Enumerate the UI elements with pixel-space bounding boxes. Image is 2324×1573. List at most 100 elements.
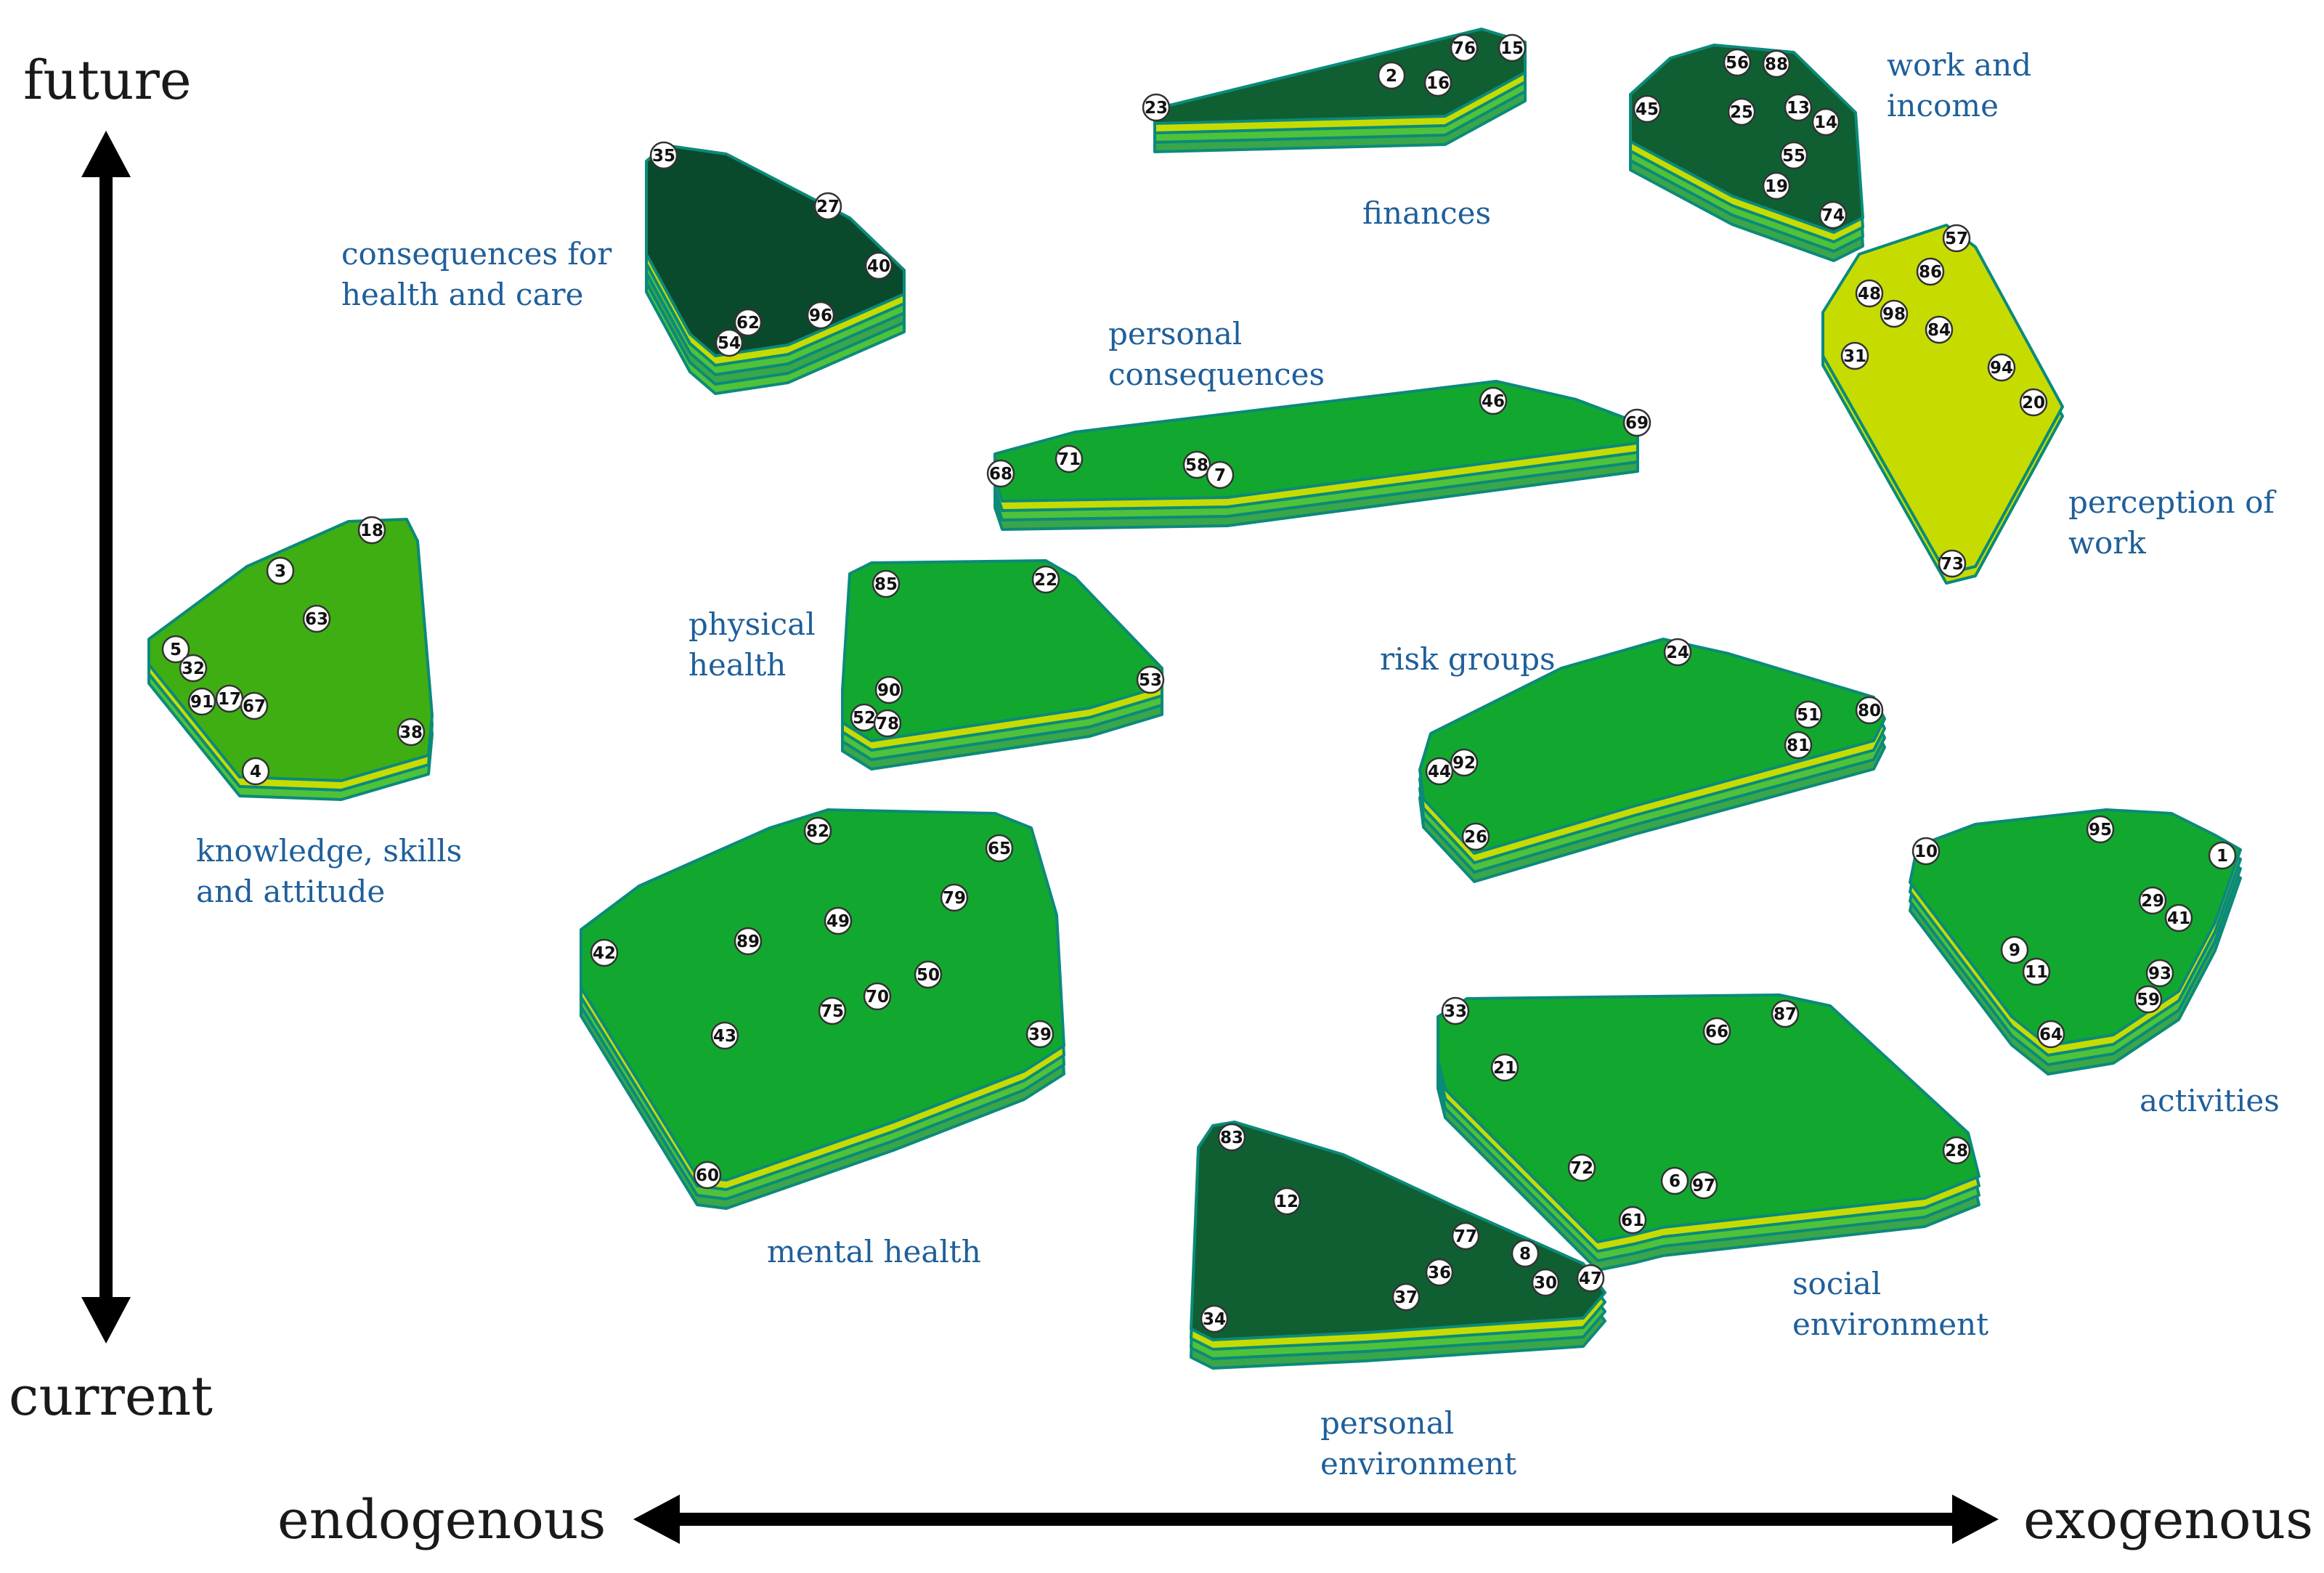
statement-number: 57: [1945, 229, 1968, 248]
statement-marker-circle: [2036, 1020, 2065, 1049]
statement-marker-circle: [1622, 408, 1651, 437]
statement-marker-circle: [2138, 886, 2167, 915]
statement-number: 5: [170, 641, 182, 659]
statement-marker: 49: [824, 906, 853, 935]
statement-marker: 38: [397, 718, 426, 747]
statement-marker-circle: [1441, 996, 1470, 1025]
statement-number: 96: [809, 306, 832, 325]
statement-number: 87: [1774, 1005, 1797, 1024]
statement-marker: 6: [1660, 1166, 1689, 1195]
statement-marker: 55: [1779, 141, 1808, 170]
statement-number: 93: [2148, 964, 2171, 983]
cluster-label-line: knowledge, skills: [196, 833, 463, 869]
cluster-label-line: personal: [1320, 1405, 1455, 1441]
cluster-label-line: risk groups: [1380, 641, 1556, 677]
cluster-label-line: and attitude: [196, 874, 386, 909]
cluster-label-line: consequences: [1108, 357, 1325, 392]
statement-marker-circle: [1987, 353, 2016, 382]
statement-marker: 5: [161, 635, 190, 664]
statement-number: 38: [399, 723, 423, 742]
statement-marker: 84: [1925, 315, 1954, 344]
statement-marker: 88: [1762, 49, 1791, 78]
statement-marker: 47: [1576, 1264, 1605, 1293]
cluster-label-knowledge-skills-and-attitude: knowledge, skills and attitude: [196, 831, 462, 912]
statement-number: 45: [1636, 100, 1659, 119]
statement-number: 54: [718, 334, 741, 353]
statement-number: 31: [1843, 347, 1866, 366]
statement-marker: 24: [1663, 638, 1692, 667]
statement-number: 89: [736, 932, 760, 951]
statement-number: 48: [1858, 285, 1881, 304]
statement-number: 36: [1428, 1264, 1451, 1283]
statement-marker-circle: [1450, 33, 1479, 62]
statement-number: 41: [2167, 909, 2190, 928]
statement-marker: 4: [241, 757, 270, 786]
statement-number: 65: [988, 840, 1011, 858]
statement-number: 15: [1500, 39, 1524, 58]
statement-marker: 17: [215, 684, 244, 713]
statement-marker: 23: [1142, 93, 1171, 122]
axis-label-endogenous: endogenous: [277, 1489, 606, 1551]
statement-marker: 28: [1942, 1136, 1971, 1165]
statement-marker: 40: [864, 251, 893, 280]
statement-number: 75: [821, 1002, 844, 1021]
statement-marker: 76: [1450, 33, 1479, 62]
statement-number: 84: [1927, 321, 1951, 340]
statement-marker: 3: [266, 556, 295, 585]
statement-number: 6: [1669, 1172, 1681, 1191]
statement-marker-circle: [986, 459, 1015, 488]
statement-marker-circle: [1938, 549, 1967, 578]
statement-number: 23: [1145, 99, 1168, 118]
statement-marker: 74: [1819, 200, 1848, 229]
statement-marker-circle: [2019, 388, 2048, 417]
statement-number: 12: [1275, 1192, 1299, 1211]
statement-marker-circle: [1855, 696, 1884, 725]
statement-marker: 19: [1762, 171, 1791, 200]
axis-arrow-right-icon: [1952, 1495, 1999, 1544]
statement-number: 22: [1034, 571, 1057, 590]
statement-number: 79: [943, 889, 966, 908]
statement-marker: 48: [1855, 279, 1884, 308]
statement-marker: 77: [1451, 1222, 1480, 1251]
statement-number: 72: [1570, 1159, 1593, 1178]
statement-number: 68: [989, 465, 1012, 484]
statement-marker-circle: [1423, 68, 1452, 97]
statement-marker: 64: [2036, 1020, 2065, 1049]
statement-number: 30: [1534, 1274, 1557, 1293]
statement-marker-circle: [187, 687, 216, 716]
statement-number: 86: [1919, 263, 1942, 282]
statement-marker-circle: [734, 308, 763, 337]
cluster-label-line: physical: [688, 606, 816, 642]
statement-marker-circle: [1663, 638, 1692, 667]
statement-number: 47: [1579, 1269, 1602, 1288]
statement-marker: 68: [986, 459, 1015, 488]
statement-marker-circle: [1762, 171, 1791, 200]
statement-number: 4: [250, 763, 261, 781]
statement-number: 2: [1386, 67, 1397, 86]
statement-marker: 16: [1423, 68, 1452, 97]
statement-marker-circle: [864, 251, 893, 280]
statement-marker-circle: [1840, 341, 1869, 370]
statement-number: 92: [1452, 754, 1476, 773]
statement-marker-circle: [873, 709, 902, 738]
statement-marker-circle: [1531, 1268, 1560, 1297]
statement-marker-circle: [1942, 224, 1971, 253]
statement-marker: 70: [863, 982, 892, 1011]
cluster-label-line: mental health: [767, 1234, 981, 1269]
axis-label-future: future: [23, 49, 192, 112]
statement-number: 63: [305, 610, 328, 629]
statement-marker-circle: [2145, 959, 2174, 988]
statement-number: 28: [1945, 1142, 1968, 1161]
cluster-label-activities: activities: [2140, 1081, 2280, 1121]
statement-number: 8: [1519, 1245, 1531, 1264]
statement-number: 19: [1765, 177, 1788, 196]
cluster-label-line: environment: [1792, 1306, 1989, 1342]
statement-marker: 79: [940, 883, 969, 912]
